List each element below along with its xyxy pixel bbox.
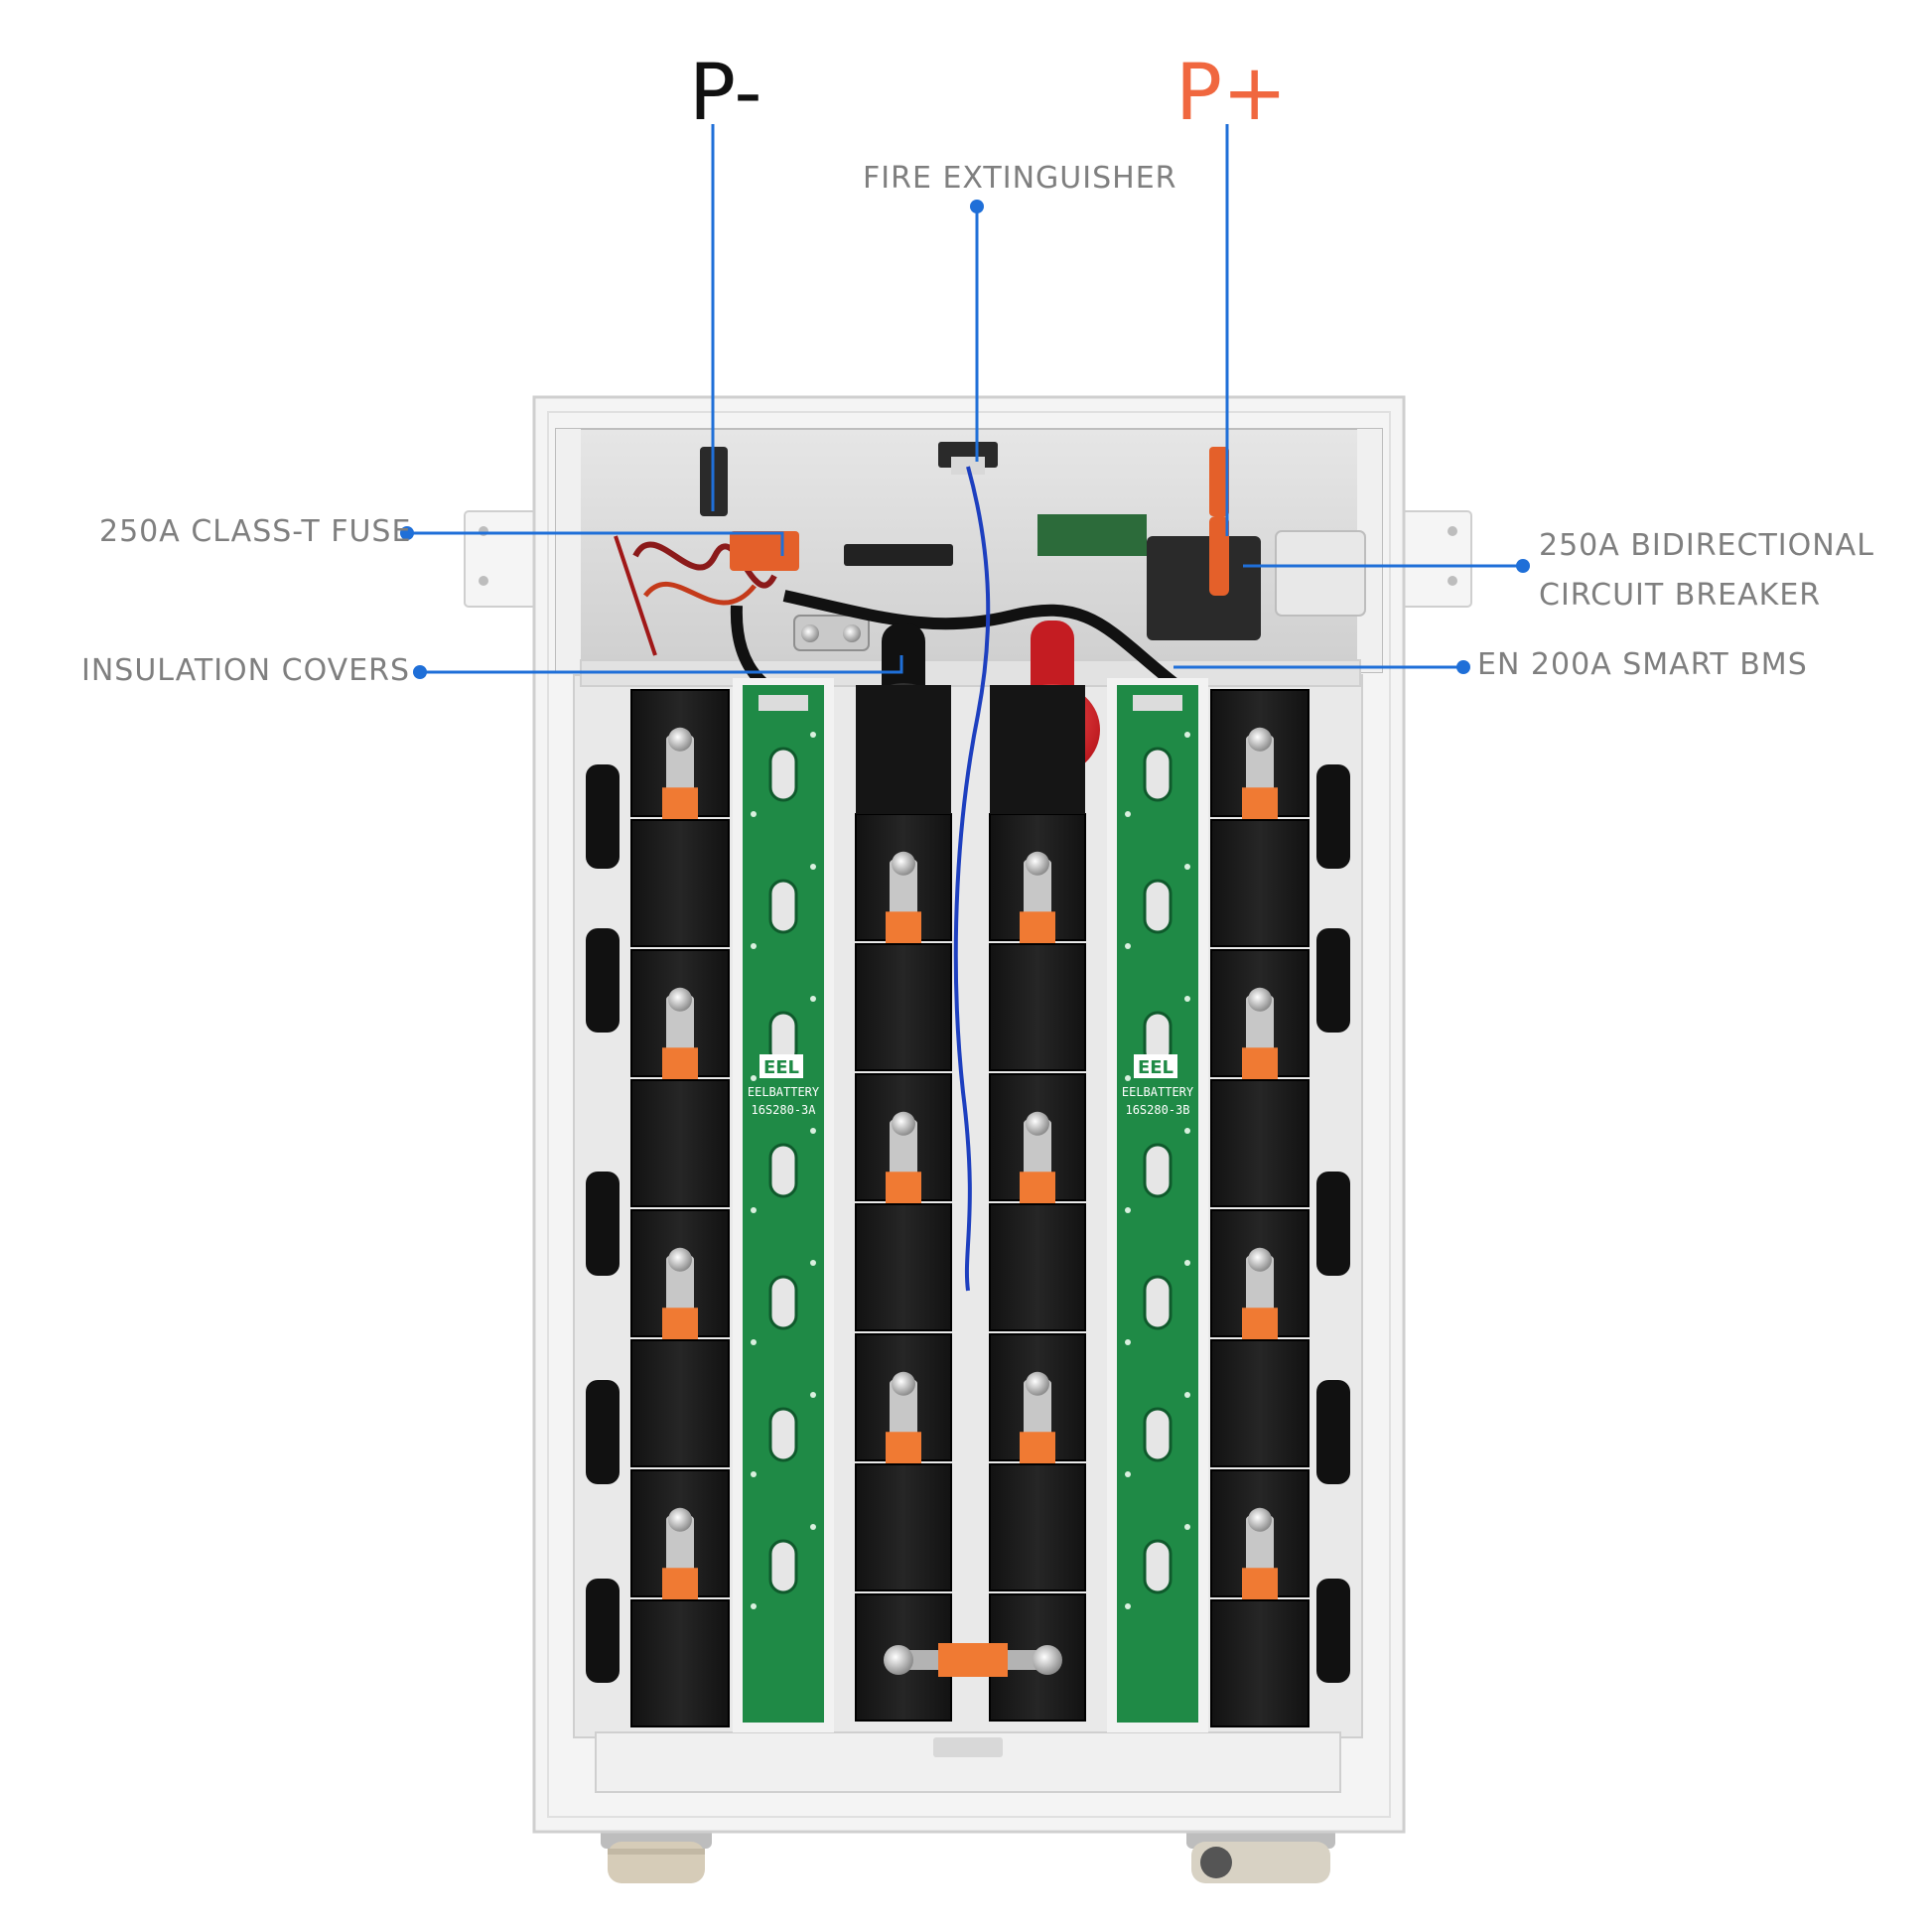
bms-label: EN 200A SMART BMS xyxy=(1477,647,1808,682)
mounting-bracket-right xyxy=(1399,510,1472,608)
insulation-covers-label: INSULATION COVERS xyxy=(81,653,411,688)
side-rail-slots xyxy=(586,764,1350,1683)
cell-column-outer-right xyxy=(1210,689,1310,1727)
positive-terminal-label: P+ xyxy=(1175,49,1288,138)
mounting-bracket-left xyxy=(464,510,537,608)
negative-terminal-label: P- xyxy=(689,49,762,138)
pcb-left-brand: EELBATTERY xyxy=(748,1085,820,1099)
pcb-right-model: 16S280-3B xyxy=(1125,1103,1189,1117)
battery-cells xyxy=(630,685,1310,1727)
bottom-bridge-busbar xyxy=(884,1643,1062,1677)
cell-column-inner-right xyxy=(989,813,1086,1722)
pcb-left-logo: EEL xyxy=(763,1057,799,1078)
cell-column-inner-left xyxy=(855,813,952,1722)
pcb-left-model: 16S280-3A xyxy=(751,1103,816,1117)
pcb-right-brand: EELBATTERY xyxy=(1122,1085,1194,1099)
breaker-label-line1: 250A BIDIRECTIONAL xyxy=(1539,528,1874,563)
pcb-board-right: EEL EELBATTERY 16S280-3B xyxy=(1107,678,1208,1732)
leader-lines xyxy=(407,124,1519,674)
pcb-right-logo: EEL xyxy=(1138,1057,1173,1078)
leader-dots xyxy=(400,200,1530,679)
caster-wheel-right xyxy=(1186,1825,1335,1883)
fire-extinguisher-label: FIRE EXTINGUISHER xyxy=(863,161,1177,196)
breaker-label-line2: CIRCUIT BREAKER xyxy=(1539,578,1822,613)
cell-column-outer-left xyxy=(630,689,730,1727)
top-compartment-components xyxy=(614,442,1366,701)
pcb-board-left: EEL EELBATTERY 16S280-3A xyxy=(733,678,834,1732)
signal-wire xyxy=(953,466,991,1292)
caster-wheel-left xyxy=(601,1825,712,1883)
fuse-label: 250A CLASS-T FUSE xyxy=(99,514,412,549)
